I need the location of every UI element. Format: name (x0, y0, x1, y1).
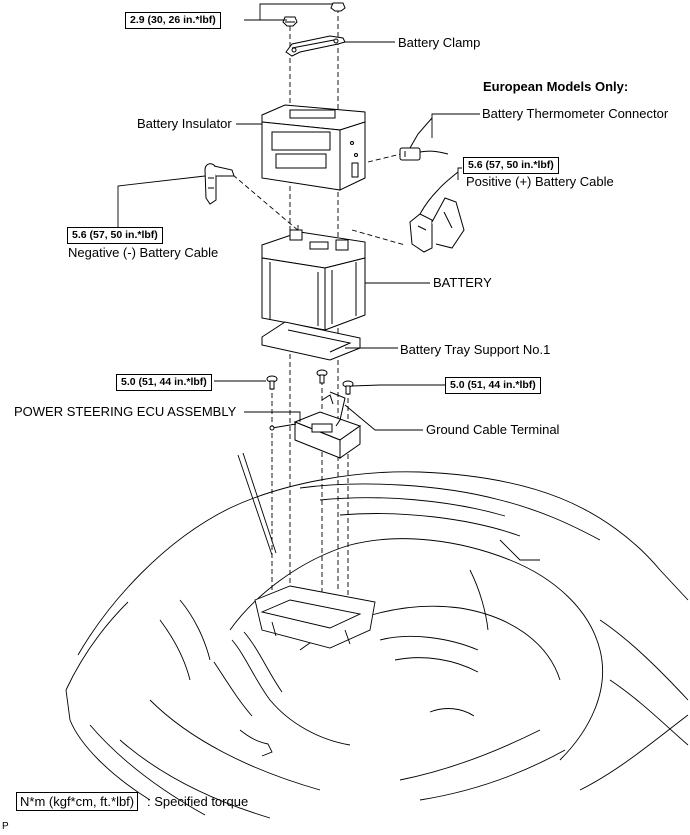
label-battery-tray-support: Battery Tray Support No.1 (400, 342, 551, 357)
ecu-bolt-left (267, 376, 277, 389)
label-battery: BATTERY (433, 275, 492, 290)
legend-description: : Specified torque (147, 794, 249, 809)
label-ground-cable-terminal: Ground Cable Terminal (426, 422, 560, 437)
battery-insulator (262, 105, 365, 190)
torque-ecu-right: 5.0 (51, 44 in.*lbf) (445, 377, 541, 394)
leader-lines (118, 4, 480, 430)
engine-bay (66, 453, 688, 818)
power-steering-ecu (270, 412, 360, 458)
label-european-models-only: European Models Only: (483, 79, 629, 94)
battery-thermometer-connector (400, 118, 448, 160)
ground-cable-terminal (322, 392, 345, 426)
positive-battery-cable (410, 172, 464, 252)
figure-code: P (2, 821, 9, 832)
battery (262, 230, 365, 330)
legend-torque-unit: N*m (kgf*cm, ft.*lbf) (16, 792, 139, 811)
label-battery-insulator: Battery Insulator (137, 116, 232, 131)
torque-ecu-left: 5.0 (51, 44 in.*lbf) (116, 374, 212, 391)
battery-clamp (286, 36, 345, 56)
label-battery-clamp: Battery Clamp (398, 35, 481, 50)
torque-positive-cable: 5.6 (57, 50 in.*lbf) (463, 157, 559, 174)
clamp-nut-right (331, 3, 345, 11)
battery-tray-support (262, 322, 360, 360)
torque-negative-cable: 5.6 (57, 50 in.*lbf) (67, 227, 163, 244)
ecu-bolt-right (343, 381, 353, 394)
label-power-steering-ecu-assembly: POWER STEERING ECU ASSEMBLY (14, 404, 237, 419)
clamp-nut-left (283, 17, 297, 26)
torque-battery-clamp: 2.9 (30, 26 in.*lbf) (125, 12, 221, 29)
negative-battery-cable (205, 164, 234, 204)
label-negative-battery-cable: Negative (-) Battery Cable (68, 245, 219, 260)
label-battery-thermometer-connector: Battery Thermometer Connector (482, 106, 669, 121)
ecu-bolt-center (317, 370, 327, 383)
label-positive-battery-cable: Positive (+) Battery Cable (466, 174, 614, 189)
